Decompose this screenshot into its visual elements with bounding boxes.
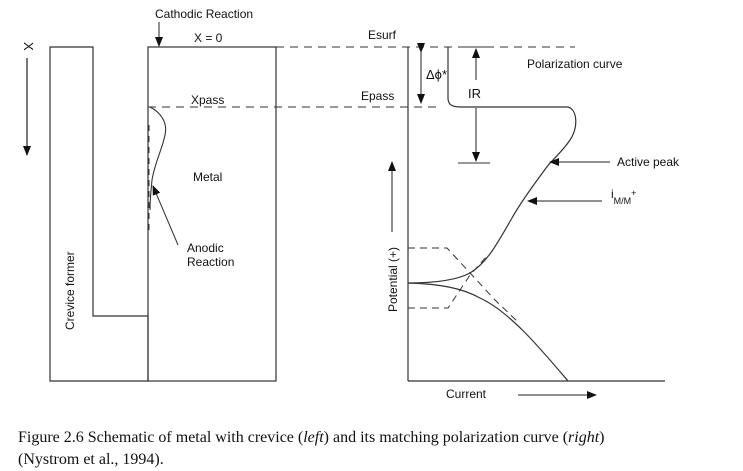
caption-text-part3: ) bbox=[599, 429, 605, 446]
i-mm-label: iM/M+ bbox=[611, 187, 636, 206]
cathodic-tafel-dashed bbox=[408, 254, 489, 309]
anodic-reaction-pointer bbox=[152, 185, 179, 246]
crevice-polarization-diagram: X Crevice former Metal Cathodic Reaction… bbox=[21, 7, 680, 401]
cathodic-reaction-label: Cathodic Reaction bbox=[155, 7, 253, 21]
cathodic-branch-curve bbox=[407, 282, 569, 382]
active-peak-label: Active peak bbox=[617, 155, 680, 169]
caption-text-part2: ) and its matching polarization curve ( bbox=[323, 429, 569, 446]
caption-left-word: left bbox=[303, 429, 324, 446]
anodic-reaction-curve bbox=[149, 106, 167, 211]
esurf-label: Esurf bbox=[368, 28, 397, 42]
metal-label: Metal bbox=[193, 170, 222, 184]
caption-text-part1: Figure 2.6 Schematic of metal with crevi… bbox=[18, 429, 304, 446]
caption-line-1: Figure 2.6 Schematic of metal with crevi… bbox=[18, 427, 738, 449]
caption-right-word: right bbox=[568, 429, 600, 446]
left-panel: X Crevice former Metal Cathodic Reaction… bbox=[21, 7, 277, 382]
anodic-tafel-dashed bbox=[408, 247, 519, 323]
xpass-label: Xpass bbox=[191, 93, 224, 107]
figure-caption: Figure 2.6 Schematic of metal with crevi… bbox=[18, 427, 738, 471]
x-zero-label: X = 0 bbox=[194, 31, 223, 45]
polarization-curve-label: Polarization curve bbox=[527, 57, 623, 71]
delta-phi-label: Δϕ* bbox=[426, 67, 447, 82]
anodic-reaction-label-line2: Reaction bbox=[187, 255, 234, 269]
x-direction-label: X bbox=[21, 42, 36, 51]
anodic-reaction-label-line1: Anodic bbox=[187, 241, 224, 255]
right-panel: Esurf Epass Δϕ* IR Polarization curve Ac… bbox=[361, 28, 680, 401]
epass-label: Epass bbox=[361, 89, 394, 103]
metal-block bbox=[147, 46, 277, 382]
crevice-former-label: Crevice former bbox=[63, 251, 77, 330]
current-axis-label: Current bbox=[446, 387, 487, 401]
ir-label: IR bbox=[468, 86, 481, 101]
potential-axis-label: Potential (+) bbox=[386, 247, 400, 312]
caption-line-2: (Nystrom et al., 1994). bbox=[18, 451, 164, 468]
